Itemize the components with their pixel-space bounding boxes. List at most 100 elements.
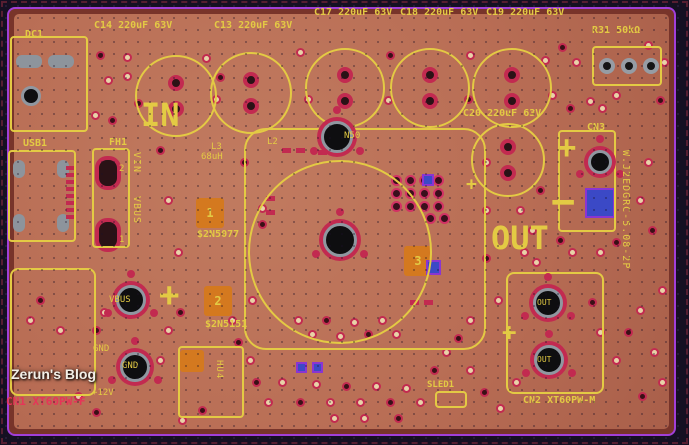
pad-grid-dot[interactable] [439, 213, 450, 224]
smd-pad[interactable] [296, 148, 305, 153]
usb-pin-pad[interactable] [66, 208, 75, 212]
gray-ring-pad[interactable] [643, 58, 659, 74]
label-gnd-zone[interactable]: GND [93, 344, 110, 354]
via[interactable] [454, 334, 463, 343]
via[interactable] [394, 414, 403, 423]
via[interactable] [644, 158, 653, 167]
gray-ring-pad[interactable] [599, 58, 615, 74]
label-2n5151[interactable]: $2N5151 [205, 319, 248, 330]
usb-pin-pad[interactable] [66, 173, 75, 177]
via[interactable] [156, 146, 165, 155]
via[interactable] [386, 398, 395, 407]
via[interactable] [92, 408, 101, 417]
label-c17[interactable]: C17 220uF 63V [314, 7, 393, 18]
module-inner-pad[interactable] [180, 350, 204, 372]
cn1-pad-gnd-pin-1[interactable] [131, 337, 139, 345]
fuse-pad-1[interactable] [95, 156, 121, 190]
via[interactable] [164, 196, 173, 205]
via[interactable] [252, 378, 261, 387]
via[interactable] [644, 41, 653, 50]
cn2-pad-top-pin-2[interactable] [521, 312, 530, 320]
label-l3-value[interactable]: 68uH [201, 152, 223, 162]
pad-can-center-pin-2[interactable] [311, 250, 320, 258]
via[interactable] [494, 296, 503, 305]
via[interactable] [202, 54, 211, 63]
cn2-pad-top-pin-1[interactable] [544, 273, 552, 281]
cn2-outline[interactable] [506, 272, 604, 394]
via[interactable] [636, 306, 645, 315]
blue-pad[interactable] [312, 362, 323, 373]
module-outline[interactable] [178, 346, 244, 418]
pad-can-top[interactable] [321, 121, 353, 153]
slot-pad[interactable] [13, 160, 25, 178]
label-2n5077[interactable]: $2N5077 [197, 229, 240, 240]
pad-grid-dot[interactable] [419, 188, 430, 199]
via[interactable] [26, 316, 35, 325]
label-gnd-pad[interactable]: GND [122, 361, 139, 371]
via[interactable] [656, 96, 665, 105]
via[interactable] [36, 296, 45, 305]
via[interactable] [568, 248, 577, 257]
via[interactable] [392, 330, 401, 339]
via[interactable] [638, 392, 647, 401]
via[interactable] [496, 404, 505, 413]
via[interactable] [520, 248, 529, 257]
r31-outline[interactable] [592, 46, 662, 86]
via[interactable] [596, 248, 605, 257]
via[interactable] [466, 51, 475, 60]
via[interactable] [342, 382, 351, 391]
via[interactable] [596, 328, 605, 337]
via[interactable] [658, 378, 667, 387]
pad-grid-dot[interactable] [433, 188, 444, 199]
via[interactable] [96, 51, 105, 60]
via[interactable] [541, 56, 550, 65]
slot-pad[interactable] [48, 55, 74, 68]
label-n50[interactable]: N50 [344, 131, 361, 141]
label-out-pad-bottom[interactable]: OUT [537, 355, 552, 364]
label-plus12v[interactable]: +12V [92, 388, 114, 398]
via[interactable] [536, 186, 545, 195]
smd-pad[interactable] [282, 148, 291, 153]
usb-pin-pad[interactable] [66, 215, 75, 219]
usb-pin-pad[interactable] [66, 166, 75, 170]
fuse-pad-num-2[interactable]: 2 [119, 164, 125, 174]
via[interactable] [402, 384, 411, 393]
plus-mark-left[interactable]: + [159, 275, 180, 315]
label-vin[interactable]: VIN [131, 152, 142, 174]
via[interactable] [248, 296, 257, 305]
minus-mark-cn3[interactable]: − [551, 179, 576, 225]
label-c20[interactable]: C20 220uF 63V [463, 108, 542, 119]
via[interactable] [123, 53, 132, 62]
dc1-pin[interactable] [21, 86, 41, 106]
gray-ring-pad[interactable] [621, 58, 637, 74]
via[interactable] [532, 258, 541, 267]
label-sled1[interactable]: SLED1 [427, 380, 455, 390]
blue-pad[interactable] [422, 174, 434, 186]
label-l2[interactable]: L2 [267, 137, 278, 147]
cn2-pad-top[interactable] [533, 288, 563, 318]
via[interactable] [312, 380, 321, 389]
label-r31[interactable]: R31 50kΩ [592, 25, 641, 36]
via[interactable] [156, 356, 165, 365]
via[interactable] [228, 316, 237, 325]
cn1-pad-gnd-pin-2[interactable] [108, 376, 117, 384]
label-in[interactable]: IN [141, 96, 180, 134]
label-c13[interactable]: C13 220uF 63V [214, 20, 293, 31]
via[interactable] [246, 356, 255, 365]
pad-can-top-pin-2[interactable] [309, 146, 318, 155]
center-zone[interactable] [244, 128, 486, 350]
smd-pad[interactable] [424, 300, 433, 305]
label-cn1[interactable]: CN1 XT60PW-F [6, 395, 86, 408]
via[interactable] [326, 398, 335, 407]
pad-grid-dot[interactable] [405, 175, 416, 186]
via[interactable] [74, 392, 83, 401]
cn2-pad-top-pin-3[interactable] [566, 312, 575, 320]
via[interactable] [598, 104, 607, 113]
cn3-outline[interactable] [558, 130, 616, 232]
via[interactable] [512, 378, 521, 387]
via[interactable] [480, 388, 489, 397]
plus-mark-right[interactable]: + [502, 318, 517, 346]
cap-c20[interactable] [471, 123, 545, 197]
pad-can-center-pin-1[interactable] [336, 208, 344, 216]
via[interactable] [92, 326, 101, 335]
